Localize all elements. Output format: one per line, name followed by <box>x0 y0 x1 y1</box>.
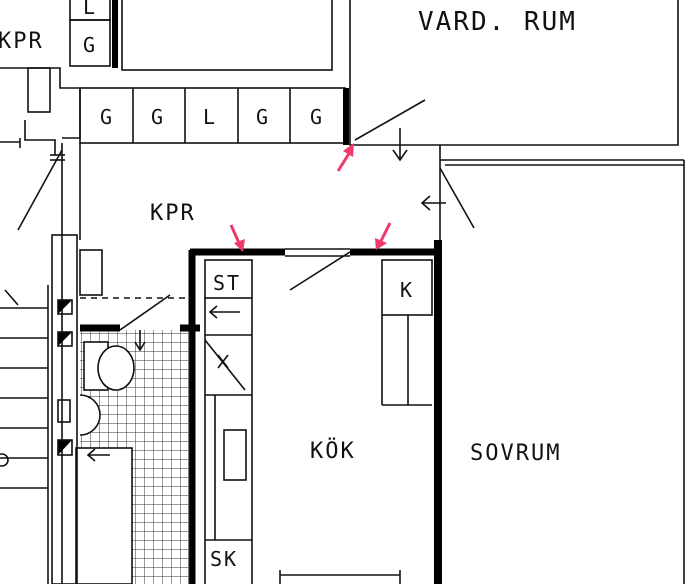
hall-corridor <box>17 143 81 584</box>
fixture-label-k: K <box>400 278 414 302</box>
closet-label-2: G <box>151 105 165 129</box>
room-label-kpr: KPR <box>150 201 196 226</box>
cabinet-label-l-top: L <box>83 0 97 19</box>
sovrum-walls <box>420 145 685 584</box>
cabinet-label-g-top: G <box>83 33 97 57</box>
closet-label-1: G <box>100 105 114 129</box>
left-walls <box>0 67 81 155</box>
shaft-column <box>51 234 103 584</box>
door-swing-top <box>354 99 426 162</box>
fixture-label-st: ST <box>213 271 241 295</box>
stairs <box>0 285 49 584</box>
room-label-kok: KÖK <box>310 438 356 464</box>
closet-label-4: G <box>256 105 270 129</box>
room-label-vardagsrum: VARD. RUM <box>418 7 577 37</box>
closet-label-5: G <box>310 105 324 129</box>
arrow-marker-kitchen-left <box>229 224 245 252</box>
room-label-sovrum: SOVRUM <box>470 441 561 466</box>
closet-label-3: L <box>203 105 217 129</box>
fixture-label-sk: SK <box>210 547 238 571</box>
arrow-marker-kitchen-right <box>375 222 392 250</box>
closet-row <box>79 87 349 145</box>
kitchen-fixtures <box>204 259 433 584</box>
bathroom <box>75 294 200 584</box>
kitchen-walls <box>188 248 441 584</box>
room-label-kpr-top: KPR <box>0 29 44 54</box>
top-left-cabinets <box>69 0 118 68</box>
arrow-marker-door-top <box>336 143 354 172</box>
top-room-box <box>121 0 333 71</box>
